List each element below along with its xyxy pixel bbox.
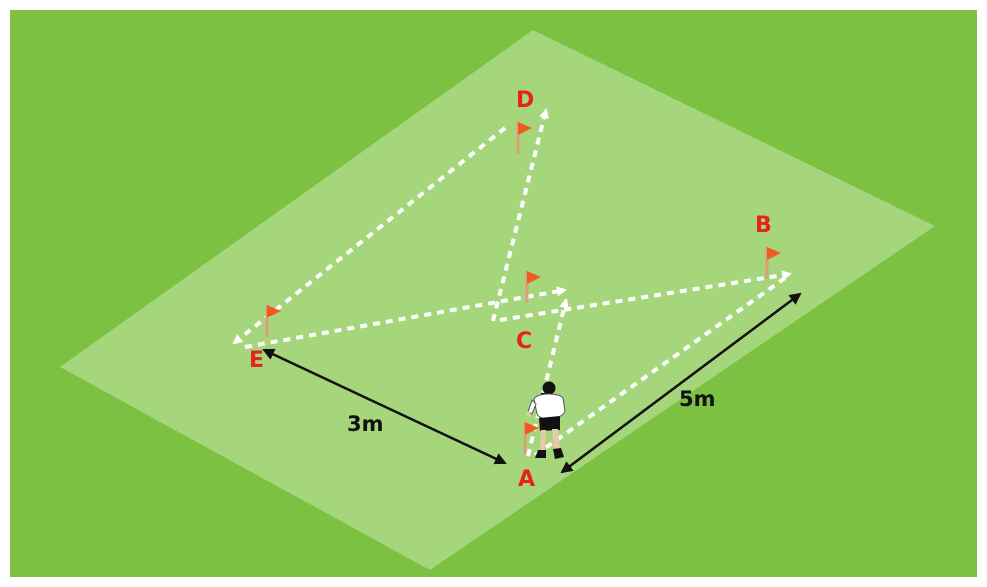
- marker-label-e: E: [249, 348, 264, 373]
- marker-label-c: C: [516, 329, 532, 354]
- marker-label-a: A: [518, 467, 535, 492]
- distance-label-a-b: 5m: [679, 387, 716, 411]
- distance-label-e-a: 3m: [347, 412, 384, 436]
- marker-label-d: D: [516, 88, 534, 113]
- marker-label-b: B: [755, 213, 772, 238]
